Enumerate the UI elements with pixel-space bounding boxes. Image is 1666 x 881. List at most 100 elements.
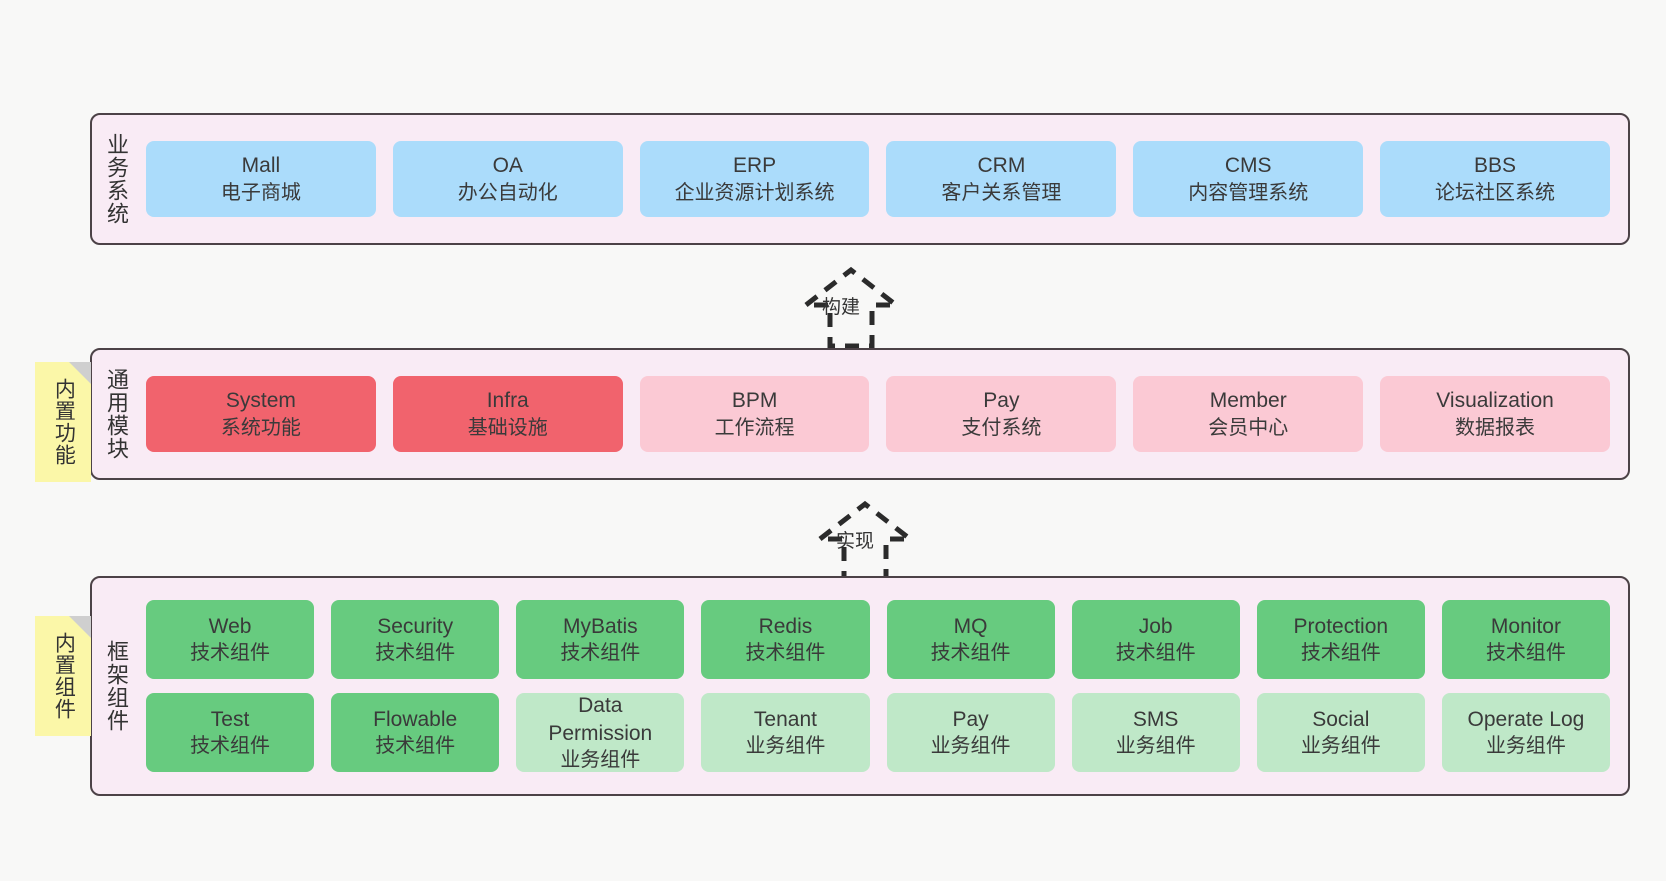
card-cms[interactable]: CMS 内容管理系统 [1133,141,1364,217]
card-web[interactable]: Web 技术组件 [146,600,315,679]
row-business-systems: Mall 电子商城 OA 办公自动化 ERP 企业资源计划系统 CRM 客户关系… [146,141,1610,217]
card-flowable[interactable]: Flowable 技术组件 [331,693,500,772]
card-mall[interactable]: Mall 电子商城 [146,141,376,217]
card-title-cn: 业务组件 [1300,735,1381,758]
card-title-cn: 技术组件 [745,642,826,665]
card-title-cn: 会员中心 [1208,416,1289,439]
card-title-cn: 技术组件 [1115,642,1196,665]
card-title-en: System [225,389,296,413]
card-title-cn: 数据报表 [1455,416,1536,439]
card-title-en: Infra [486,389,529,413]
card-title-cn: 内容管理系统 [1188,181,1309,204]
card-title-cn: 技术组件 [375,642,456,665]
card-system[interactable]: System 系统功能 [146,376,376,452]
card-title-cn: 业务组件 [745,735,826,758]
card-protection[interactable]: Protection 技术组件 [1256,600,1425,679]
card-title-en: ERP [732,154,777,178]
card-title-en: Social [1312,707,1370,731]
card-title-en: Job [1138,614,1173,638]
card-title-en: BBS [1474,154,1517,178]
connector-build-label: 构建 [822,297,861,318]
card-title-cn: 客户关系管理 [941,181,1062,204]
sticky-note-label: 内置功能 [52,378,76,466]
sticky-fold-corner-icon [69,362,91,384]
card-job[interactable]: Job 技术组件 [1071,600,1240,679]
card-title-cn: 技术组件 [1300,642,1381,665]
connector-build: 构建 [756,258,946,350]
card-title-en: Data Permission [548,694,653,745]
card-title-en: Pay [983,389,1020,413]
card-title-en: Web [208,614,252,638]
card-title-cn: 业务组件 [1115,735,1196,758]
card-visualization[interactable]: Visualization 数据报表 [1380,376,1610,452]
layer-title-common-module: 通用模块 [103,368,129,460]
sticky-note-builtin-component: 内置组件 [35,616,91,736]
row-common-modules: System 系统功能 Infra 基础设施 BPM 工作流程 Pay 支付系统… [146,376,1610,452]
card-title-en: Operate Log [1467,707,1585,731]
card-title-en: Test [210,707,250,731]
card-crm[interactable]: CRM 客户关系管理 [886,141,1117,217]
card-title-en: SMS [1132,707,1179,731]
card-title-cn: 技术组件 [560,642,641,665]
card-redis[interactable]: Redis 技术组件 [701,600,870,679]
connector-implement-label: 实现 [836,531,875,552]
card-title-cn: 基础设施 [467,416,548,439]
card-test[interactable]: Test 技术组件 [146,693,315,772]
card-title-cn: 企业资源计划系统 [674,181,835,204]
card-title-en: BPM [731,389,778,413]
card-sms[interactable]: SMS 业务组件 [1071,693,1240,772]
layer-body-business-system: Mall 电子商城 OA 办公自动化 ERP 企业资源计划系统 CRM 客户关系… [140,115,1628,243]
card-title-cn: 业务组件 [560,748,641,771]
card-title-en: Tenant [753,707,817,731]
card-bbs[interactable]: BBS 论坛社区系统 [1380,141,1610,217]
row-business-components: Test 技术组件 Flowable 技术组件 Data Permission … [146,693,1610,772]
card-title-en: Mall [241,154,281,178]
card-title-cn: 技术组件 [1485,642,1566,665]
layer-body-framework-component: Web 技术组件 Security 技术组件 MyBatis 技术组件 Redi… [140,578,1628,794]
card-title-cn: 技术组件 [190,735,271,758]
row-technical-components: Web 技术组件 Security 技术组件 MyBatis 技术组件 Redi… [146,600,1610,679]
card-title-cn: 业务组件 [930,735,1011,758]
card-title-cn: 论坛社区系统 [1435,181,1556,204]
card-title-en: MyBatis [562,614,638,638]
card-title-en: OA [492,154,523,178]
card-data-permission[interactable]: Data Permission 业务组件 [516,693,685,772]
card-mq[interactable]: MQ 技术组件 [886,600,1055,679]
sticky-note-builtin-function: 内置功能 [35,362,91,482]
card-title-en: CMS [1224,154,1272,178]
card-erp[interactable]: ERP 企业资源计划系统 [639,141,870,217]
card-title-cn: 技术组件 [190,642,271,665]
card-title-cn: 技术组件 [930,642,1011,665]
card-title-en: Monitor [1490,614,1561,638]
card-security[interactable]: Security 技术组件 [331,600,500,679]
card-title-cn: 技术组件 [375,735,456,758]
card-title-cn: 工作流程 [714,416,795,439]
card-monitor[interactable]: Monitor 技术组件 [1441,600,1610,679]
card-title-cn: 电子商城 [220,181,301,204]
card-member[interactable]: Member 会员中心 [1133,376,1364,452]
card-title-en: Member [1209,389,1287,413]
layer-common-module: 通用模块 System 系统功能 Infra 基础设施 BPM 工作流程 Pay… [90,348,1630,480]
layer-framework-component: 框架组件 Web 技术组件 Security 技术组件 MyBatis 技术组件… [90,576,1630,796]
card-pay-component[interactable]: Pay 业务组件 [886,693,1055,772]
card-title-cn: 系统功能 [220,416,301,439]
card-title-en: Visualization [1436,389,1554,413]
card-title-cn: 业务组件 [1485,735,1566,758]
layer-body-common-module: System 系统功能 Infra 基础设施 BPM 工作流程 Pay 支付系统… [140,350,1628,478]
card-bpm[interactable]: BPM 工作流程 [639,376,870,452]
card-tenant[interactable]: Tenant 业务组件 [701,693,870,772]
card-mybatis[interactable]: MyBatis 技术组件 [516,600,685,679]
sticky-note-label: 内置组件 [52,632,76,720]
card-title-en: Pay [952,707,989,731]
card-operate-log[interactable]: Operate Log 业务组件 [1441,693,1610,772]
card-title-en: Security [377,614,454,638]
connector-implement: 实现 [770,492,960,584]
card-oa[interactable]: OA 办公自动化 [392,141,623,217]
card-social[interactable]: Social 业务组件 [1256,693,1425,772]
card-title-cn: 办公自动化 [457,181,558,204]
card-title-en: Protection [1293,614,1389,638]
card-infra[interactable]: Infra 基础设施 [392,376,623,452]
card-title-en: Redis [758,614,813,638]
card-pay[interactable]: Pay 支付系统 [886,376,1117,452]
